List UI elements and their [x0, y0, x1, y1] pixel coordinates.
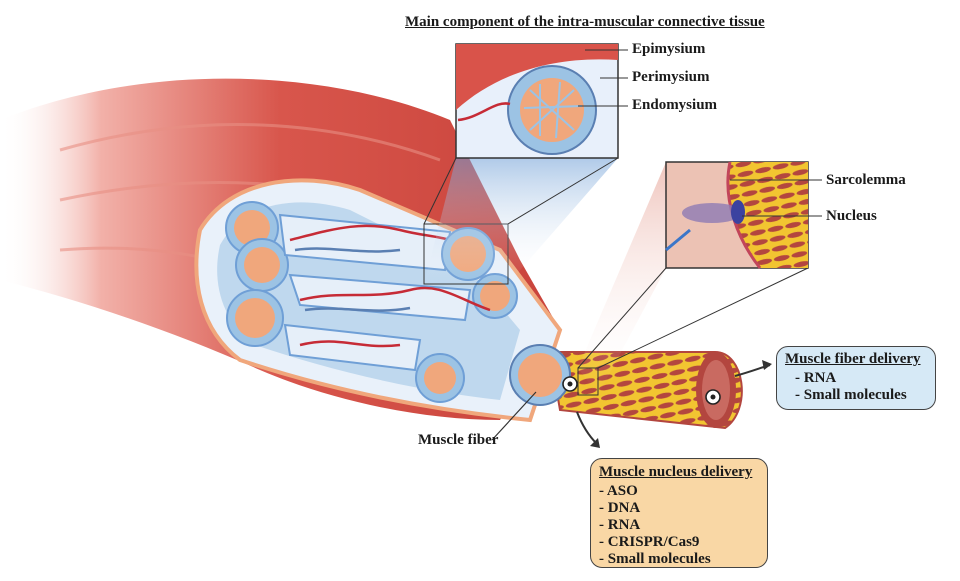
list-item: - CRISPR/Cas9	[599, 534, 700, 550]
sarcolemma-inset	[665, 161, 822, 269]
list-item: - RNA	[599, 517, 641, 533]
muscle-fiber-delivery-box: Muscle fiber delivery - RNA - Small mole…	[776, 346, 936, 410]
endomysium-label: Endomysium	[632, 97, 718, 113]
target-marker-fiber	[705, 389, 721, 405]
list-item: - RNA	[795, 370, 837, 386]
target-marker-nucleus	[562, 376, 578, 392]
fiber-delivery-heading: Muscle fiber delivery	[785, 351, 921, 367]
nucleus-delivery-list: - ASO - DNA - RNA - CRISPR/Cas9 - Small …	[599, 483, 759, 568]
list-item: - DNA	[599, 500, 641, 516]
muscle-fiber-pointer	[491, 391, 537, 441]
connective-tissue-inset	[455, 43, 628, 159]
muscle-nucleus-delivery-box: Muscle nucleus delivery - ASO - DNA - RN…	[590, 458, 768, 568]
muscle-fiber-label: Muscle fiber	[418, 432, 499, 448]
nucleus-label: Nucleus	[826, 208, 877, 224]
list-item: - Small molecules	[795, 387, 907, 403]
delivery-arrows	[576, 360, 772, 448]
list-item: - ASO	[599, 483, 638, 499]
zoom-wedge-connective	[423, 157, 619, 284]
fascicles	[225, 201, 518, 403]
perimysium-label: Perimysium	[632, 69, 710, 85]
sarcolemma-label: Sarcolemma	[826, 172, 906, 188]
list-item: - Small molecules	[599, 551, 711, 567]
epimysium-label: Epimysium	[632, 41, 706, 57]
fiber-delivery-list: - RNA - Small molecules	[785, 370, 927, 404]
muscle-fiber	[509, 344, 743, 430]
fiber-bundles	[278, 213, 472, 372]
diagram-title: Main component of the intra-muscular con…	[405, 14, 765, 30]
nucleus-delivery-heading: Muscle nucleus delivery	[599, 464, 753, 480]
